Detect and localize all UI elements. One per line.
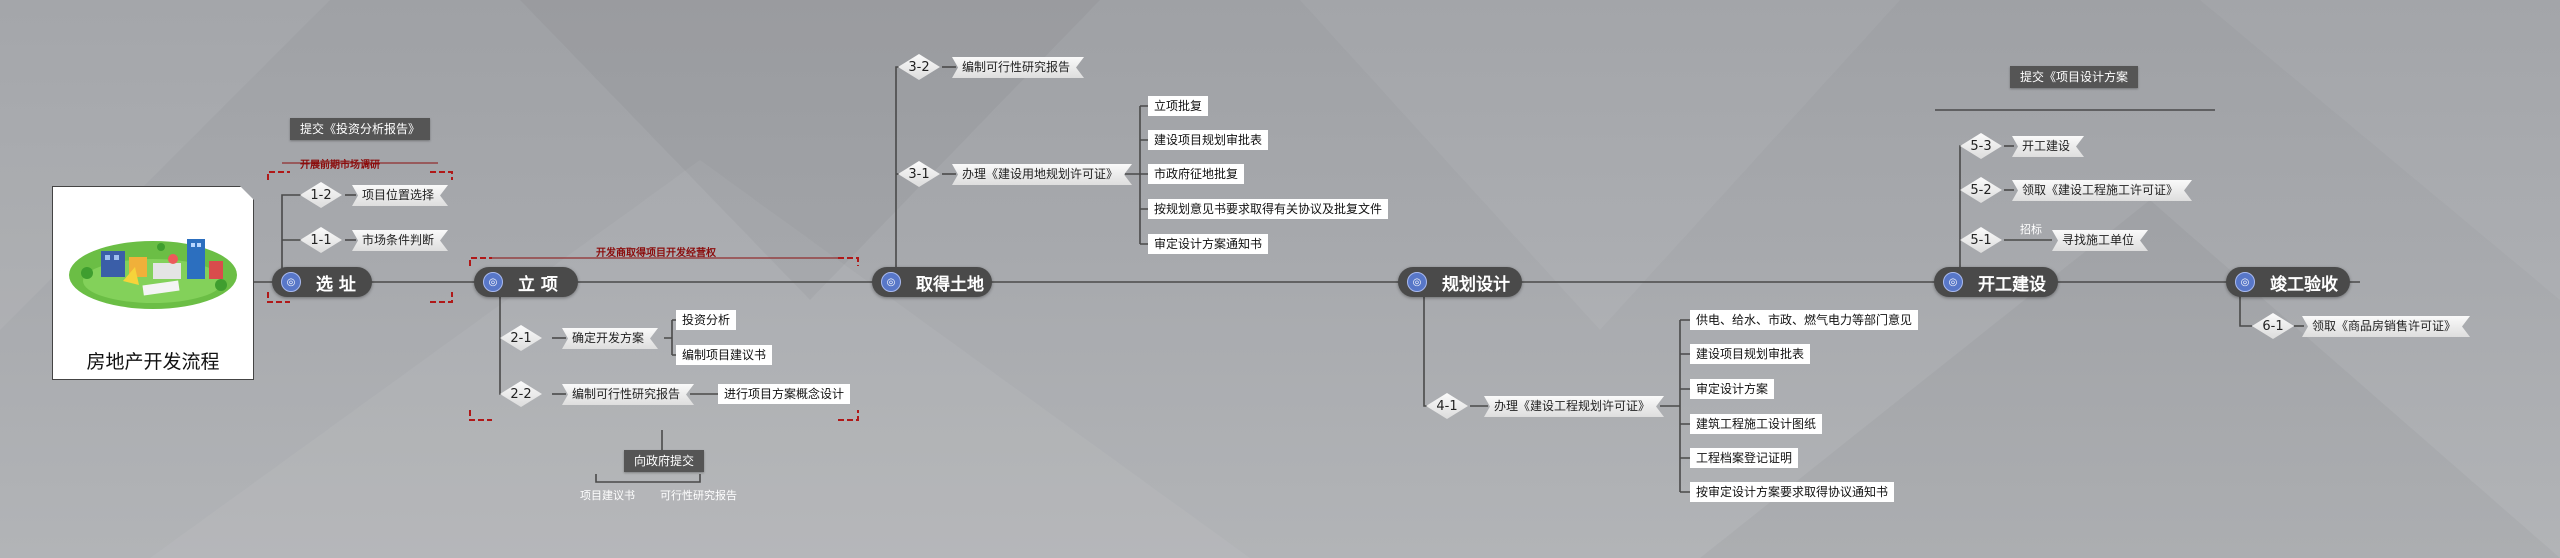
stage-label: 取得土地 <box>916 270 984 295</box>
stage-construction[interactable]: ◎ 开工建设 <box>1934 267 2058 297</box>
acceptance-item-sales-permit[interactable]: 领取《商品房销售许可证》 <box>2302 316 2470 337</box>
approval-summary-label: 向政府提交 <box>624 450 704 472</box>
land-item-feasibility[interactable]: 编制可行性研究报告 <box>952 57 1084 78</box>
construction-summary-label: 提交《项目设计方案 <box>2010 66 2138 88</box>
circle-icon: ◎ <box>881 272 901 292</box>
site-item-market[interactable]: 市场条件判断 <box>352 230 448 251</box>
land-sub-planning-form[interactable]: 建设项目规划审批表 <box>1148 130 1268 150</box>
land-item-land-permit[interactable]: 办理《建设用地规划许可证》 <box>952 164 1132 185</box>
approval-summary-proposal: 项目建议书 <box>580 487 635 503</box>
design-sub-design-approval[interactable]: 审定设计方案 <box>1690 379 1774 399</box>
land-sub-design-notice[interactable]: 审定设计方案通知书 <box>1148 234 1268 254</box>
design-sub-archive[interactable]: 工程档案登记证明 <box>1690 448 1798 468</box>
construction-bid-note: 招标 <box>2020 221 2042 237</box>
circle-icon: ◎ <box>281 272 301 292</box>
stage-label: 立 项 <box>518 270 558 295</box>
land-sub-agreements[interactable]: 按规划意见书要求取得有关协议及批复文件 <box>1148 199 1388 219</box>
stage-label: 竣工验收 <box>2270 270 2338 295</box>
city-map-illustration <box>61 219 245 315</box>
approval-boundary-note: 开发商取得项目开发经营权 <box>596 244 716 259</box>
design-sub-utilities[interactable]: 供电、给水、市政、燃气电力等部门意见 <box>1690 310 1918 330</box>
circle-icon: ◎ <box>1407 272 1427 292</box>
approval-item-feasibility[interactable]: 编制可行性研究报告 <box>562 384 694 405</box>
site-item-location[interactable]: 项目位置选择 <box>352 185 448 206</box>
design-sub-drawings[interactable]: 建筑工程施工设计图纸 <box>1690 414 1822 434</box>
design-sub-planning-form[interactable]: 建设项目规划审批表 <box>1690 344 1810 364</box>
land-sub-approval[interactable]: 立项批复 <box>1148 96 1208 116</box>
stage-project-approval[interactable]: ◎ 立 项 <box>474 267 578 297</box>
design-item-building-permit[interactable]: 办理《建设工程规划许可证》 <box>1484 396 1664 417</box>
construction-item-permit[interactable]: 领取《建设工程施工许可证》 <box>2012 180 2192 201</box>
stage-planning-design[interactable]: ◎ 规划设计 <box>1398 267 1522 297</box>
stage-site-selection[interactable]: ◎ 选 址 <box>272 267 372 297</box>
construction-item-contractor[interactable]: 寻找施工单位 <box>2052 230 2148 251</box>
stage-label: 规划设计 <box>1442 270 1510 295</box>
root-title: 房地产开发流程 <box>53 347 253 374</box>
stage-label: 选 址 <box>316 270 356 295</box>
stage-land-acquisition[interactable]: ◎ 取得土地 <box>872 267 992 297</box>
circle-icon: ◎ <box>1943 272 1963 292</box>
approval-sub-investment[interactable]: 投资分析 <box>676 310 736 330</box>
root-node: 房地产开发流程 <box>52 186 254 380</box>
construction-item-start[interactable]: 开工建设 <box>2012 136 2084 157</box>
approval-summary-feasibility: 可行性研究报告 <box>660 487 737 503</box>
approval-item-plan[interactable]: 确定开发方案 <box>562 328 658 349</box>
land-sub-expropriation[interactable]: 市政府征地批复 <box>1148 164 1244 184</box>
design-sub-agreement-notice[interactable]: 按审定设计方案要求取得协议通知书 <box>1690 482 1894 502</box>
approval-sub-concept[interactable]: 进行项目方案概念设计 <box>718 384 850 404</box>
approval-sub-proposal[interactable]: 编制项目建议书 <box>676 345 772 365</box>
site-summary-label: 提交《投资分析报告》 <box>290 118 430 140</box>
site-boundary-note: 开展前期市场调研 <box>300 156 380 171</box>
circle-icon: ◎ <box>483 272 503 292</box>
stage-completion-acceptance[interactable]: ◎ 竣工验收 <box>2226 267 2350 297</box>
circle-icon: ◎ <box>2235 272 2255 292</box>
stage-label: 开工建设 <box>1978 270 2046 295</box>
